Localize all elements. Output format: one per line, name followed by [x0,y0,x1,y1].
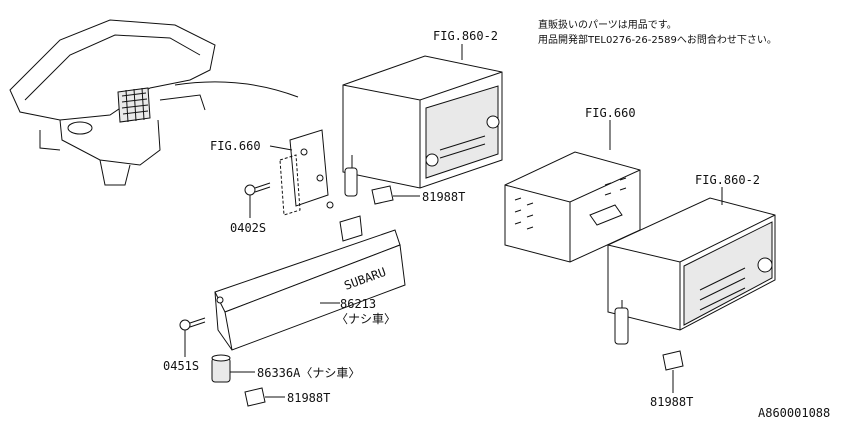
screw-0451s [179,317,206,357]
cable-right [614,300,684,393]
bracket-cage-right [504,151,641,263]
bracket-left [279,129,334,216]
label-0451s: 0451S [163,359,199,373]
clip-lower [244,387,285,407]
label-fig860-upper: FIG.860-2 [433,29,498,43]
label-fig660-left: FIG.660 [210,139,261,153]
leader-line [174,81,299,98]
head-unit-upper [342,55,503,189]
diagram-code: A860001088 [758,406,830,420]
dashboard-illustration [9,19,299,186]
label-fig660-right: FIG.660 [585,106,636,120]
label-86213-note: 〈ナシ車〉 [336,312,396,326]
spacer-86336a [211,354,255,383]
label-86336a: 86336A〈ナシ車〉 [257,366,360,380]
label-86213: 86213 [340,297,376,311]
screw-0402s [244,182,271,218]
head-unit-right [607,197,776,331]
label-fig860-right: FIG.860-2 [695,173,760,187]
label-0402s: 0402S [230,221,266,235]
note-line-2: 用品開発部TEL0276-26-2589へお問合わせ下さい。 [538,33,777,46]
note-line-1: 直販扱いのパーツは用品です。 [538,18,677,31]
label-81988t-right: 81988T [650,395,693,409]
pocket-panel: SUBARU [214,215,406,351]
cable-upper [344,155,420,205]
label-81988t-lower: 81988T [287,391,330,405]
label-81988t-upper: 81988T [422,190,465,204]
